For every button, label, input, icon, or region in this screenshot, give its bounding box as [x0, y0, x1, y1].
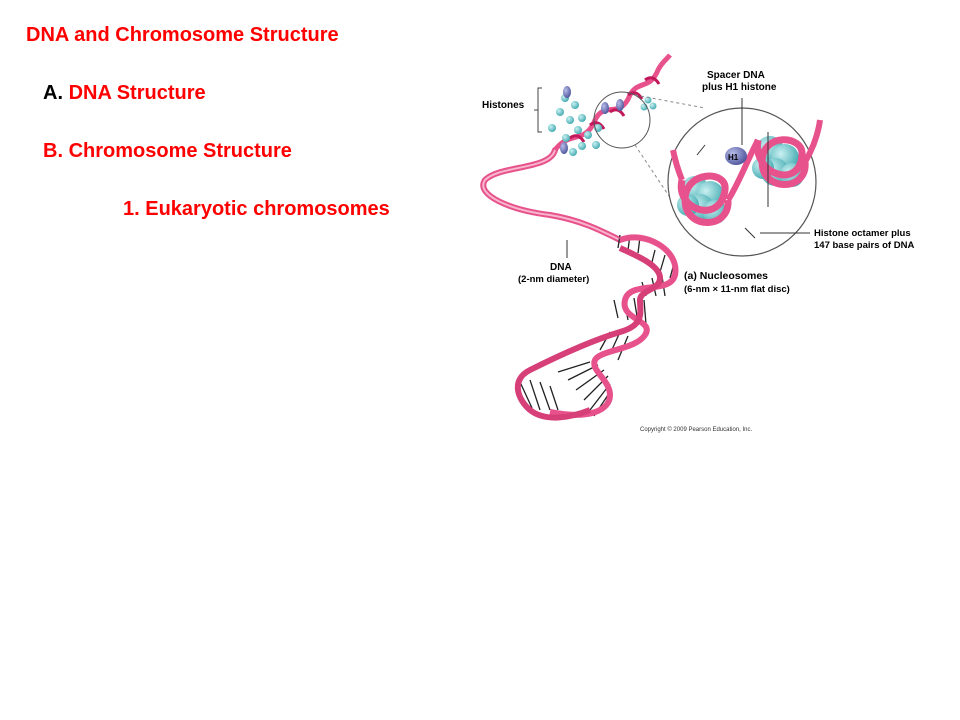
histones-label-group: Histones [482, 87, 542, 133]
octamer-label-line2: 147 base pairs of DNA [814, 240, 914, 251]
nucleosomes-label-line2: (6-nm × 11-nm flat disc) [684, 284, 790, 295]
histones-label: Histones [482, 100, 525, 111]
outline-item-b-label: Chromosome Structure [68, 140, 292, 162]
dna-label-group: DNA (2-nm diameter) [518, 240, 589, 285]
thin-dna-strand [480, 147, 623, 243]
dna-label-line1: DNA [550, 262, 572, 273]
outline-item-b1-prefix: 1. [123, 198, 140, 220]
outline-item-a-prefix: A. [43, 82, 63, 104]
spacer-label-line1: Spacer DNA [707, 70, 765, 81]
octamer-label-line1: Histone octamer plus [814, 228, 911, 239]
nucleosome-left [677, 172, 732, 226]
zoom-source-circle [593, 91, 651, 149]
h1-label: H1 [728, 153, 739, 162]
nucleosome-zoom: H1 [667, 107, 823, 257]
nucleosome-diagram: Histones H1 [480, 53, 914, 433]
outline-item-b-prefix: B. [43, 140, 63, 162]
nucleosomes-label-group: (a) Nucleosomes (6-nm × 11-nm flat disc) [684, 270, 790, 295]
dna-label-line2: (2-nm diameter) [518, 274, 589, 285]
nucleosome-right [752, 136, 809, 188]
outline-item-b1-label: Eukaryotic chromosomes [145, 198, 390, 220]
copyright-text: Copyright © 2009 Pearson Education, Inc. [640, 426, 752, 433]
outline-item-b: B. Chromosome Structure [43, 140, 292, 163]
outline-item-b1: 1. Eukaryotic chromosomes [123, 198, 390, 221]
h1-histone [725, 147, 747, 165]
beads-on-string-fiber [553, 53, 672, 152]
slide-title: DNA and Chromosome Structure [26, 24, 339, 46]
outline-item-a: A. DNA Structure [43, 82, 206, 105]
outline-item-a-label: DNA Structure [68, 82, 206, 104]
histone-cloud [548, 86, 657, 156]
spacer-label-line2: plus H1 histone [702, 82, 777, 93]
nucleosomes-label-line1: (a) Nucleosomes [684, 270, 768, 282]
double-helix [515, 234, 679, 421]
octamer-label-group: Histone octamer plus 147 base pairs of D… [760, 228, 914, 251]
spacer-label-group: Spacer DNA plus H1 histone [702, 70, 777, 145]
